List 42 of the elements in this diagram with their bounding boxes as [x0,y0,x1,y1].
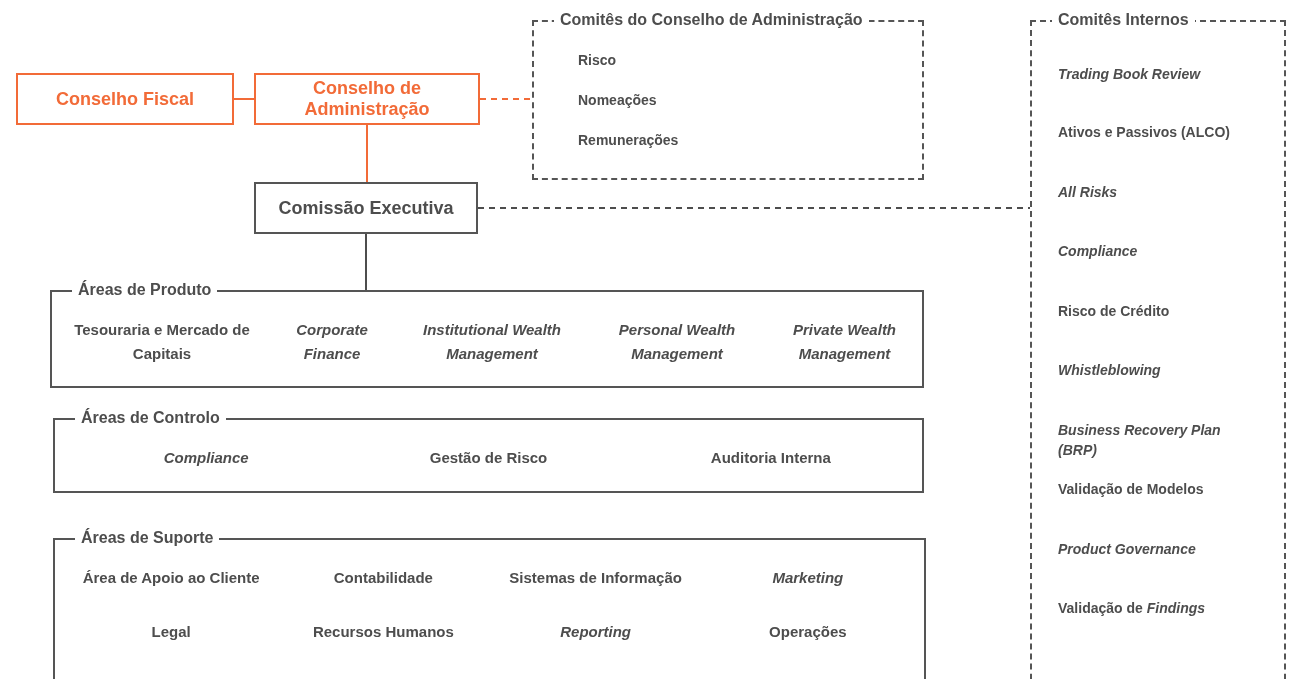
box-title: Comissão Executiva [277,197,455,219]
area-name: Marketing [772,569,844,586]
area-name: Legal [151,623,191,640]
committee-name: Nomeações [578,91,658,110]
area-name: Área de Apoio ao Cliente [82,569,260,586]
area-name: Operações [769,623,847,640]
area-name: Compliance [163,449,249,466]
committee-name: Product Governance [1058,539,1196,559]
committee-name: Whistleblowing [1058,361,1161,380]
committee-name: Remunerações [578,131,680,150]
committee-name: Business Recovery Plan (BRP) [1058,420,1222,460]
box-title: Conselho de Administração [303,78,431,120]
box-title: Conselho Fiscal [54,88,195,110]
area-name: Private Wealth Management [792,321,897,362]
area-name: Recursos Humanos [312,623,454,640]
area-name: Tesouraria e Mercado de Capitais [74,321,250,362]
area-name: Auditoria Interna [710,449,831,466]
committee-name: Compliance [1058,242,1138,261]
area-name: Corporate Finance [296,321,368,362]
group-heading: Áreas de Suporte [75,528,220,548]
org-box [16,73,234,125]
area-name: Institutional Wealth Management [422,321,562,362]
connector-line [365,233,367,291]
area-name: Contabilidade [333,569,433,586]
connector-line [233,98,255,100]
committee-name: Validação de Findings [1058,599,1206,618]
committee-name: Risco de Crédito [1058,301,1170,321]
org-box [254,73,480,125]
group-heading: Comitês do Conselho de Administração [554,10,869,30]
connector-line [366,124,368,183]
area-name: Reporting [560,623,632,640]
committee-name: All Risks [1058,182,1118,202]
committee-name: Risco [578,51,618,70]
connector-line [477,207,1031,209]
area-name: Personal Wealth Management [618,321,736,362]
committee-name: Ativos e Passivos (ALCO) [1058,123,1230,142]
area-name: Sistemas de Informação [509,569,682,586]
area-name: Gestão de Risco [429,449,548,466]
org-box [254,182,478,234]
committee-name: Validação de Modelos [1058,480,1204,499]
connector-line [479,98,533,100]
committee-name: Trading Book Review [1058,65,1201,84]
